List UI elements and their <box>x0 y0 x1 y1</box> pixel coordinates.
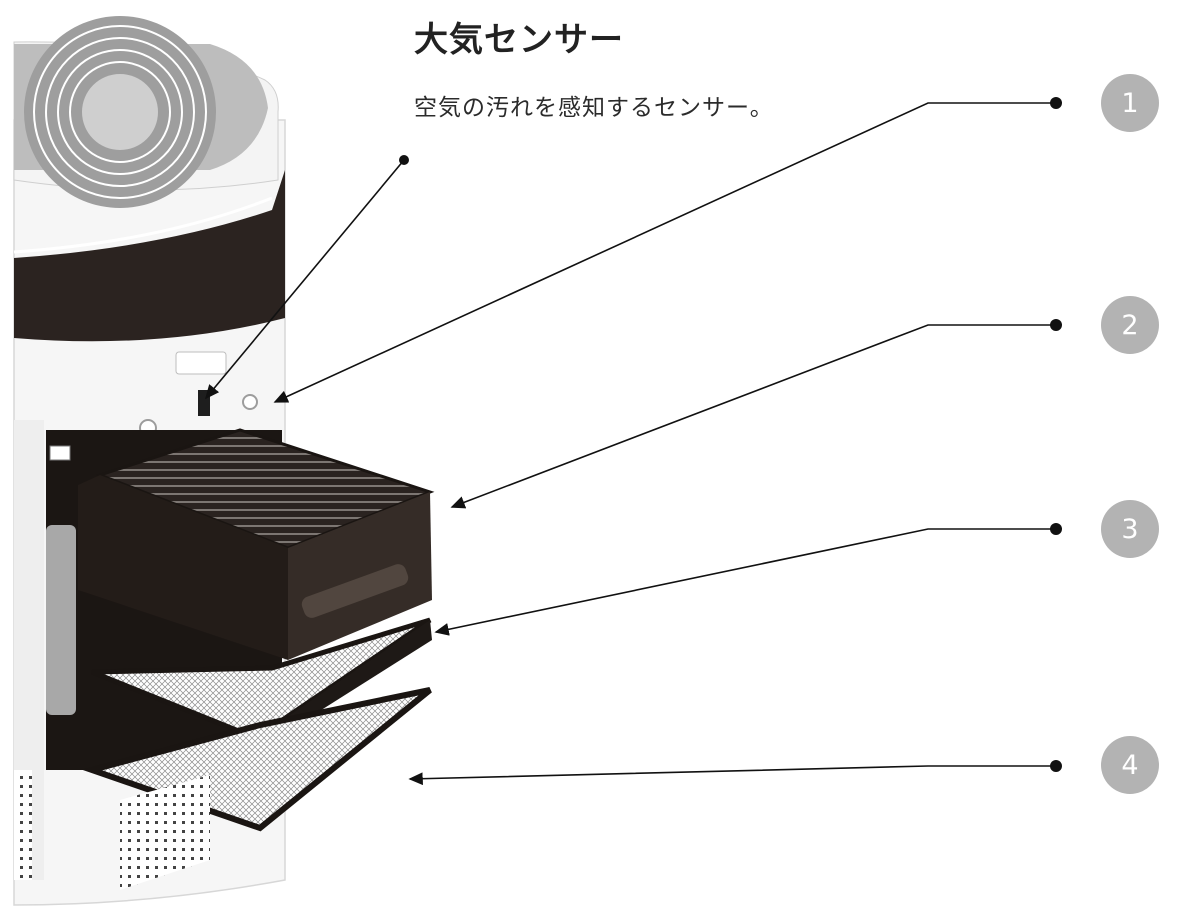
top-fan-unit <box>13 16 279 208</box>
side-latches <box>46 445 76 715</box>
sensor-title: 大気センサー <box>414 20 624 60</box>
callout-lines <box>204 97 1062 786</box>
dark-band <box>13 170 285 342</box>
callout-dot-1 <box>1050 97 1062 109</box>
sensor-pointer-line <box>204 159 405 400</box>
callout-badge-2[interactable]: 2 <box>1101 296 1159 354</box>
callout-dot-4 <box>1050 760 1062 772</box>
callout-line-3 <box>434 528 1056 636</box>
pleated-filter <box>78 428 435 660</box>
callout-line-2 <box>450 324 1056 509</box>
callout-badge-1[interactable]: 1 <box>1101 74 1159 132</box>
callout-badge-4[interactable]: 4 <box>1101 736 1159 794</box>
bottom-grill <box>14 770 210 890</box>
callout-badge-3[interactable]: 3 <box>1101 500 1159 558</box>
callout-dot-2 <box>1050 319 1062 331</box>
callout-dot-3 <box>1050 523 1062 535</box>
sensor-description: 空気の汚れを感知するセンサー。 <box>414 95 774 121</box>
sensor-pointer-dot <box>399 155 409 165</box>
callout-line-1 <box>273 102 1056 403</box>
callout-line-4 <box>408 765 1056 786</box>
air-sensor <box>139 351 258 437</box>
